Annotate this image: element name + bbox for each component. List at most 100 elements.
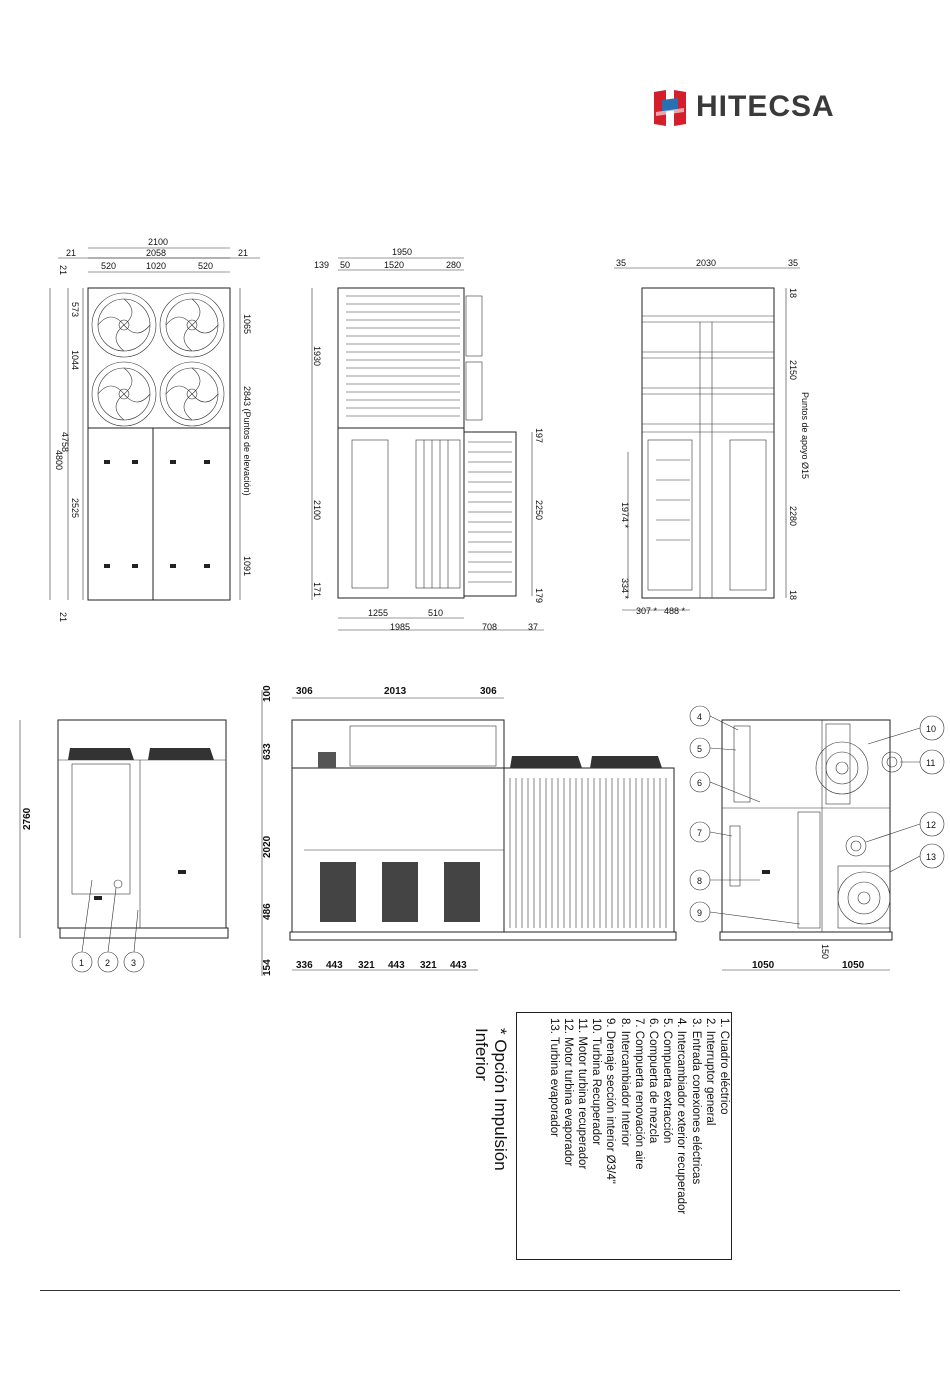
front-height-21-bottom: 21: [58, 612, 68, 622]
footer-rule: [40, 1290, 900, 1291]
front-height-2525: 2525: [70, 498, 80, 518]
elev-mid-height-100: 100: [262, 685, 273, 702]
side-height-179: 179: [534, 588, 544, 603]
callout-8: 8: [697, 876, 702, 886]
rear-width-2030: 2030: [696, 258, 716, 268]
callout-11: 11: [926, 758, 935, 768]
front-width-2058: 2058: [146, 248, 166, 258]
front-height-1065: 1065: [242, 314, 252, 334]
elev-right-width-1050-left: 1050: [752, 960, 775, 971]
callout-9: 9: [697, 908, 702, 918]
legend-item: 4. Intercambiador exterior recuperador: [675, 1018, 688, 1215]
elev-mid-bottom-443-c: 443: [450, 960, 467, 971]
front-height-21-top: 21: [58, 265, 68, 275]
rear-width-307: 307 *: [636, 606, 658, 616]
legend-item: 6. Compuerta de mezcla: [646, 1018, 659, 1144]
front-width-520-right: 520: [198, 261, 213, 271]
legend-box: [516, 1012, 732, 1260]
legend-item: 10. Turbina Recuperador: [590, 1018, 603, 1146]
elevation-middle: 306 2013 306 100 633 2020 486 154 336 44…: [261, 685, 677, 976]
legend-item: 7. Compuerta renovación aire: [632, 1018, 645, 1170]
legend-item: 12. Motor turbina evaporador: [561, 1018, 574, 1167]
side-width-1520: 1520: [384, 260, 404, 270]
side-width-139: 139: [314, 260, 329, 270]
callout-13: 13: [926, 852, 936, 862]
option-note-line1: * Opción Impulsión: [491, 1028, 510, 1171]
legend-list: 1. Cuadro eléctrico 2. Interruptor gener…: [546, 1018, 731, 1258]
front-height-4758: 4758: [60, 432, 70, 452]
rear-height-1974: 1974 *: [620, 502, 630, 529]
front-lifting-note: 2843 (Puntos de elevación): [242, 386, 252, 496]
side-width-1985: 1985: [390, 622, 410, 632]
side-height-197: 197: [534, 428, 544, 443]
callout-2: 2: [105, 958, 110, 968]
rear-width-35-right: 35: [788, 258, 798, 268]
brand-name: HITECSA: [696, 90, 835, 123]
elev-mid-bottom-321-a: 321: [358, 960, 375, 971]
side-width-280: 280: [446, 260, 461, 270]
side-width-50: 50: [340, 260, 350, 270]
option-note: * Opción Impulsión Inferior: [472, 1028, 510, 1171]
elev-mid-height-486: 486: [262, 903, 273, 920]
elev-mid-top-306-left: 306: [296, 686, 313, 697]
rear-width-488: 488 *: [664, 606, 686, 616]
front-width-1020: 1020: [146, 261, 166, 271]
front-width-2100: 2100: [148, 237, 168, 247]
front-width-21-left: 21: [66, 248, 76, 258]
option-note-line2: Inferior: [472, 1028, 491, 1081]
front-height-1091: 1091: [242, 556, 252, 576]
side-height-1930: 1930: [312, 346, 322, 366]
elev-right-150: 150: [820, 944, 830, 959]
logo-mark-icon: [654, 90, 686, 126]
rear-height-2280: 2280: [788, 506, 798, 526]
callout-1: 1: [79, 958, 84, 968]
callout-6: 6: [697, 778, 702, 788]
callout-7: 7: [697, 828, 702, 838]
front-height-1044: 1044: [70, 350, 80, 370]
legend-item: 3. Entrada conexiones eléctricas: [689, 1018, 702, 1185]
side-width-1950: 1950: [392, 247, 412, 257]
legend-item: 11. Motor turbina recuperador: [575, 1018, 588, 1170]
front-width-21-right: 21: [238, 248, 248, 258]
rear-height-18-bottom: 18: [788, 590, 798, 600]
front-height-573: 573: [70, 302, 80, 317]
elev-mid-bottom-336: 336: [296, 960, 313, 971]
side-height-2250: 2250: [534, 500, 544, 520]
callout-10: 10: [926, 724, 936, 734]
elevation-left: 2760 1 2 3: [19, 719, 229, 973]
elev-mid-top-2013: 2013: [384, 686, 407, 697]
elev-mid-height-2020: 2020: [262, 835, 273, 858]
legend-item: 2. Interruptor general: [703, 1018, 716, 1126]
front-height-4800: 4800: [54, 450, 64, 470]
rear-view: 35 2030 35 307 * 488 * 18 2150 2280 18 P…: [614, 258, 810, 616]
legend-item: 5. Compuerta extracción: [661, 1018, 674, 1144]
rear-height-18-top: 18: [788, 288, 798, 298]
side-width-708: 708: [482, 622, 497, 632]
side-width-510: 510: [428, 608, 443, 618]
front-view: 2100 2058 21 21 520 1020 520 4800 4758 2…: [49, 237, 260, 622]
rear-support-note: Puntos de apoyo Ø15: [800, 392, 810, 479]
callout-12: 12: [926, 820, 936, 830]
elev-mid-height-633: 633: [262, 743, 273, 760]
elev-mid-bottom-443-a: 443: [326, 960, 343, 971]
callout-5: 5: [697, 744, 702, 754]
rear-height-2150: 2150: [788, 360, 798, 380]
callout-3: 3: [131, 958, 136, 968]
elev-left-height-2760: 2760: [22, 807, 33, 830]
elevation-right: 4 5 6 7 8 9 10 11 12 13 1050 1050 150: [689, 705, 945, 971]
rear-width-35-left: 35: [616, 258, 626, 268]
hitecsa-logo: HITECSA: [652, 88, 902, 130]
legend-item: 13. Turbina evaporador: [547, 1018, 560, 1137]
legend-item: 9. Drenaje sección interior Ø3/4": [604, 1018, 617, 1184]
elev-mid-bottom-321-b: 321: [420, 960, 437, 971]
side-view: 1950 139 50 1520 280 1255 510 1985 708 3…: [311, 247, 544, 632]
side-height-2100: 2100: [312, 500, 322, 520]
elev-mid-bottom-443-b: 443: [388, 960, 405, 971]
legend-item: 8. Intercambiador Interior: [618, 1018, 631, 1147]
elev-mid-height-154: 154: [262, 959, 273, 976]
rear-height-334: 334 *: [620, 578, 630, 600]
elev-mid-top-306-right: 306: [480, 686, 497, 697]
side-width-1255: 1255: [368, 608, 388, 618]
side-width-37: 37: [528, 622, 538, 632]
